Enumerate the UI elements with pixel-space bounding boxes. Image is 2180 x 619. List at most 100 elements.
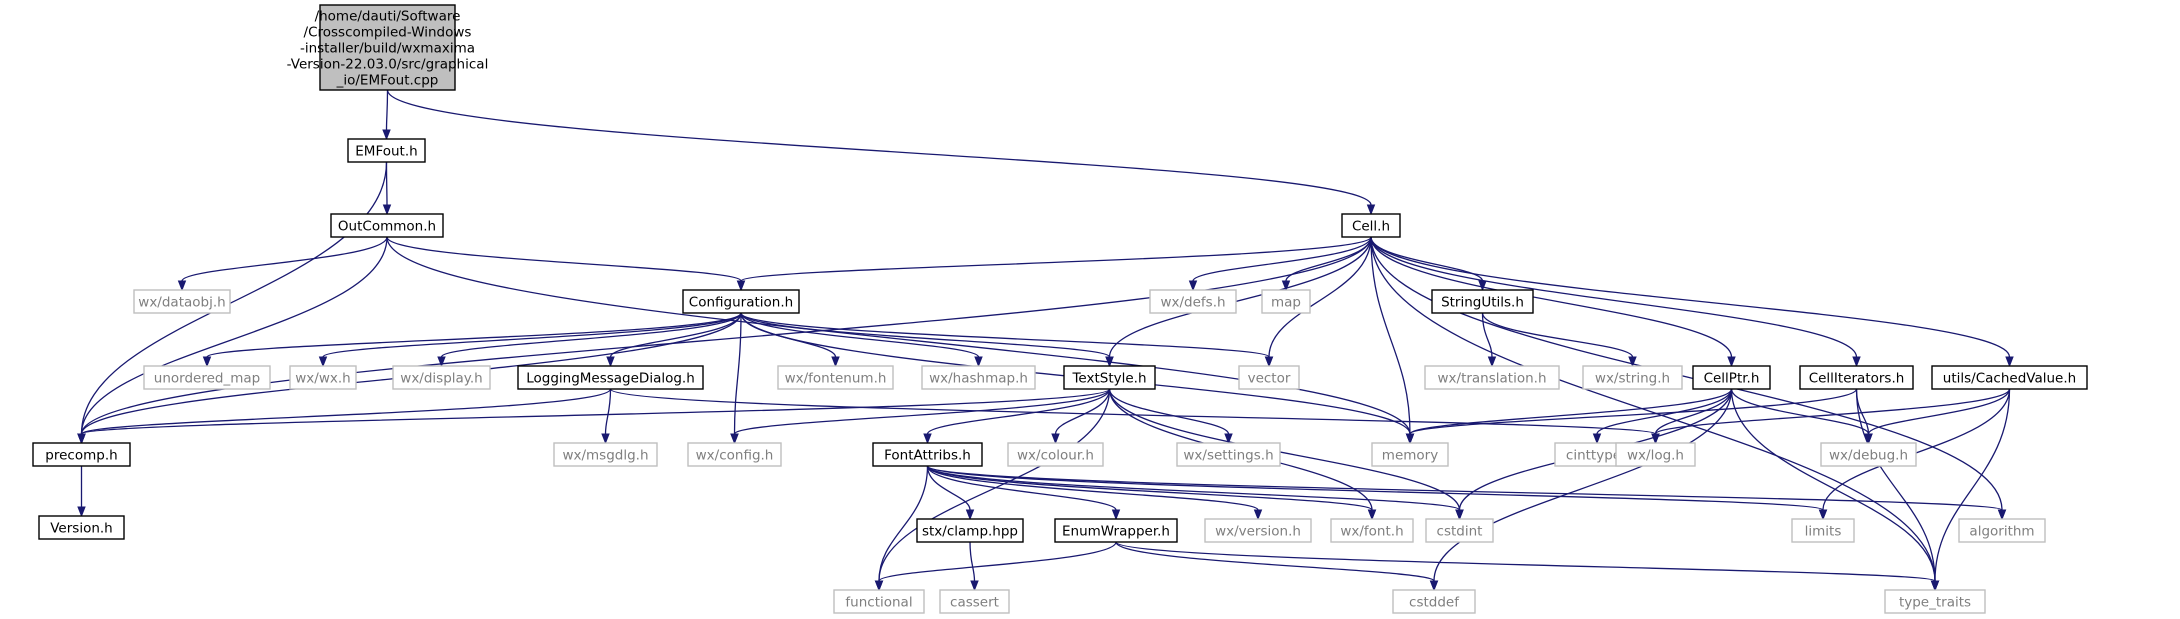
node-label: /home/dauti/Software bbox=[315, 9, 461, 25]
node-configuration: Configuration.h bbox=[682, 289, 800, 314]
node-box bbox=[1392, 589, 1476, 614]
node-wxdebug: wx/debug.h bbox=[1820, 442, 1917, 467]
node-label: LoggingMessageDialog.h bbox=[526, 371, 695, 387]
edge-cachedvalue-to-wxdebug bbox=[1864, 388, 2011, 445]
node-label: type_traits bbox=[1899, 595, 1971, 611]
node-label: CellIterators.h bbox=[1809, 371, 1905, 387]
node-label: cinttypes bbox=[1566, 448, 1628, 464]
edge-configuration-to-wxhashmap bbox=[740, 312, 983, 368]
node-label: FontAttribs.h bbox=[884, 448, 971, 464]
node-wxfont: wx/font.h bbox=[1330, 518, 1414, 543]
node-wxtranslation: wx/translation.h bbox=[1424, 365, 1560, 390]
node-box bbox=[1054, 518, 1178, 543]
node-box bbox=[872, 442, 983, 467]
node-box bbox=[392, 365, 491, 390]
node-box bbox=[1007, 442, 1104, 467]
node-box bbox=[1884, 589, 1986, 614]
edge-fontattribs-to-stxclamp bbox=[926, 465, 975, 521]
node-cachedvalue: utils/CachedValue.h bbox=[1931, 365, 2088, 390]
node-label: Version.h bbox=[50, 521, 113, 537]
edge-textstyle-to-wxsettings bbox=[1108, 388, 1233, 445]
edge-stxclamp-to-cassert bbox=[969, 541, 979, 592]
node-box bbox=[1791, 518, 1855, 543]
edge-fontattribs-to-wxversion bbox=[926, 465, 1263, 521]
node-box bbox=[916, 518, 1024, 543]
node-box bbox=[1958, 518, 2046, 543]
node-label: CellPtr.h bbox=[1704, 371, 1760, 387]
node-box bbox=[1615, 442, 1696, 467]
node-cellptr: CellPtr.h bbox=[1692, 365, 1771, 390]
node-label: wx/wx.h bbox=[295, 371, 350, 387]
node-label: vector bbox=[1248, 371, 1291, 387]
node-box bbox=[1799, 365, 1914, 390]
node-box bbox=[32, 442, 131, 467]
node-wxlog: wx/log.h bbox=[1615, 442, 1696, 467]
node-label: _io/EMFout.cpp bbox=[336, 73, 439, 89]
edges-layer bbox=[77, 89, 2014, 592]
node-wxfontenum: wx/fontenum.h bbox=[777, 365, 894, 390]
node-label: cassert bbox=[950, 595, 999, 611]
node-box bbox=[1238, 365, 1300, 390]
node-box bbox=[1931, 365, 2088, 390]
edge-outcommon-to-configuration bbox=[386, 236, 746, 292]
node-label: unordered_map bbox=[154, 371, 260, 387]
node-box bbox=[939, 589, 1010, 614]
node-label: -Version-22.03.0/src/graphical bbox=[287, 57, 489, 73]
node-box bbox=[289, 365, 357, 390]
node-box bbox=[133, 289, 231, 314]
node-label: stx/clamp.hpp bbox=[922, 524, 1018, 540]
node-box bbox=[777, 365, 894, 390]
node-box bbox=[1371, 442, 1449, 467]
edge-configuration-to-wxwx bbox=[318, 312, 742, 368]
node-label: precomp.h bbox=[45, 448, 117, 464]
node-cassert: cassert bbox=[939, 589, 1010, 614]
node-type_traits: type_traits bbox=[1884, 589, 1986, 614]
edge-configuration-to-wxdisplay bbox=[437, 312, 742, 368]
node-label: wx/log.h bbox=[1627, 448, 1684, 464]
node-cell: Cell.h bbox=[1341, 213, 1401, 238]
node-label: TextStyle.h bbox=[1071, 371, 1146, 387]
node-label: wx/msgdlg.h bbox=[562, 448, 648, 464]
node-stxclamp: stx/clamp.hpp bbox=[916, 518, 1024, 543]
node-cstddef: cstddef bbox=[1392, 589, 1476, 614]
node-wxsettings: wx/settings.h bbox=[1176, 442, 1281, 467]
node-wxstring: wx/string.h bbox=[1582, 365, 1683, 390]
node-box bbox=[553, 442, 658, 467]
node-enumwrapper: EnumWrapper.h bbox=[1054, 518, 1178, 543]
edge-stringutils-to-wxtranslation bbox=[1481, 312, 1497, 368]
node-box bbox=[1425, 518, 1494, 543]
edge-cell-to-cachedvalue bbox=[1370, 236, 2014, 368]
node-wxdisplay: wx/display.h bbox=[392, 365, 491, 390]
edge-celliterators-to-type_traits bbox=[1855, 388, 1940, 592]
node-box bbox=[1063, 365, 1156, 390]
node-label: cstdint bbox=[1437, 524, 1483, 540]
edge-configuration-to-loggingmessagedialog bbox=[606, 312, 742, 368]
node-wxmsgdlg: wx/msgdlg.h bbox=[553, 442, 658, 467]
node-label: wx/version.h bbox=[1215, 524, 1301, 540]
node-version: Version.h bbox=[38, 515, 125, 540]
node-box bbox=[1204, 518, 1312, 543]
node-label: StringUtils.h bbox=[1441, 295, 1524, 311]
edge-textstyle-to-fontattribs bbox=[923, 388, 1111, 445]
edge-configuration-to-vector bbox=[740, 312, 1274, 368]
edge-fontattribs-to-wxfont bbox=[926, 465, 1377, 521]
node-box bbox=[517, 365, 704, 390]
node-box bbox=[1261, 289, 1311, 314]
edge-emfout-to-outcommon bbox=[382, 161, 392, 216]
node-label: limits bbox=[1805, 524, 1842, 540]
edge-fontattribs-to-cstdint bbox=[926, 465, 1464, 521]
node-memory: memory bbox=[1371, 442, 1449, 467]
node-label: /Crosscompiled-Windows bbox=[304, 25, 472, 41]
node-box bbox=[1820, 442, 1917, 467]
node-root: /home/dauti/Software/Crosscompiled-Windo… bbox=[287, 4, 489, 91]
node-box bbox=[143, 365, 271, 390]
node-label: utils/CachedValue.h bbox=[1943, 371, 2076, 387]
node-unordered_map: unordered_map bbox=[143, 365, 271, 390]
edge-stringutils-to-wxstring bbox=[1481, 312, 1637, 368]
node-label: wx/debug.h bbox=[1829, 448, 1908, 464]
node-box bbox=[1341, 213, 1401, 238]
edge-textstyle-to-precomp bbox=[77, 388, 1111, 445]
node-label: algorithm bbox=[1969, 524, 2034, 540]
